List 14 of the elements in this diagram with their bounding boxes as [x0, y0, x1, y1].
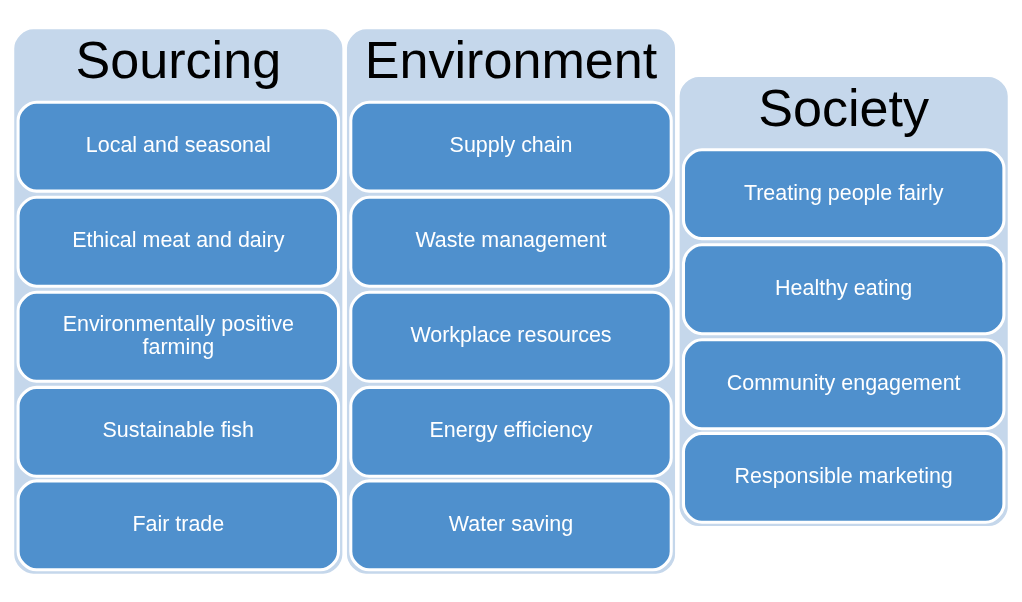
node-box: Environmentally positive farming — [16, 290, 341, 383]
node-box: Fair trade — [16, 478, 341, 571]
node-box: Healthy eating — [681, 242, 1006, 335]
node-box: Workplace resources — [349, 290, 673, 383]
node-box: Community engagement — [681, 337, 1006, 430]
node-box: Sustainable fish — [16, 385, 341, 478]
node-box: Treating people fairly — [681, 147, 1006, 240]
node-box: Ethical meat and dairy — [16, 195, 341, 288]
node-box: Energy efficiency — [349, 385, 673, 478]
node-box: Water saving — [349, 478, 673, 571]
node-box: Local and seasonal — [16, 100, 341, 193]
node-box: Responsible marketing — [681, 431, 1006, 524]
node-box: Waste management — [349, 195, 673, 288]
node-box: Supply chain — [349, 100, 673, 193]
